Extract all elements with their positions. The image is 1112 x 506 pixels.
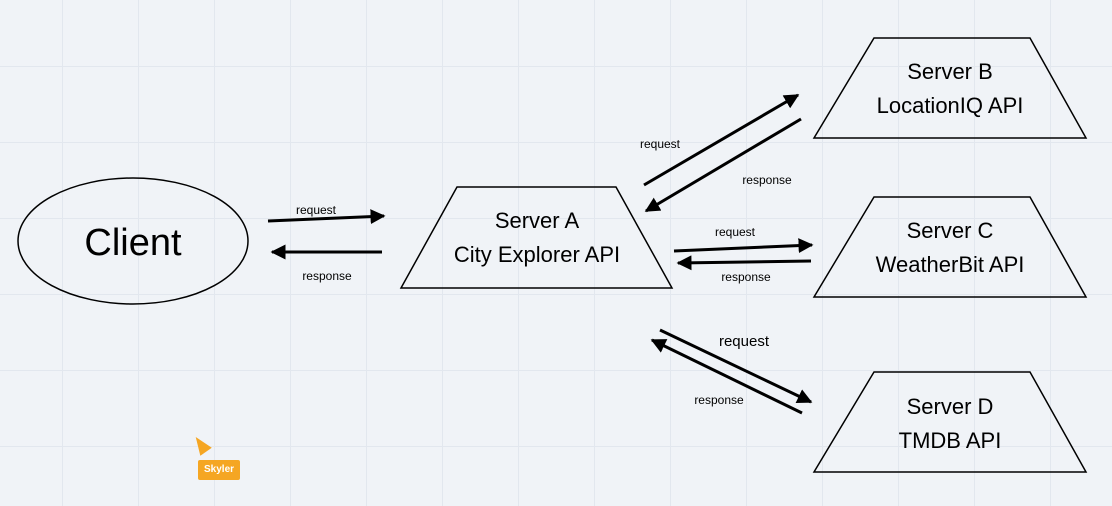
request-label: request (296, 203, 337, 217)
response-arrow (676, 255, 812, 271)
server-a-title: Server A (495, 208, 580, 233)
response-label: response (721, 270, 771, 284)
request-label: request (715, 225, 756, 239)
server-c-shape (812, 196, 1088, 298)
server-a-node[interactable]: Server A City Explorer API (399, 186, 674, 289)
request-label: request (640, 137, 681, 151)
request-arrow (643, 93, 800, 187)
request-arrow (659, 328, 813, 404)
server-d-shape (812, 371, 1088, 473)
client-node[interactable]: Client (17, 177, 249, 305)
request-arrow (267, 209, 386, 225)
server-c-title: Server C (907, 218, 994, 243)
server-b-node[interactable]: Server B LocationIQ API (812, 37, 1088, 139)
edge-server-a-server-d[interactable]: request response (650, 328, 813, 415)
server-c-node[interactable]: Server C WeatherBit API (812, 196, 1088, 298)
collaborator-cursor: Skyler (190, 432, 242, 485)
server-b-subtitle: LocationIQ API (877, 93, 1024, 118)
server-d-title: Server D (907, 394, 994, 419)
server-d-subtitle: TMDB API (899, 428, 1002, 453)
server-d-node[interactable]: Server D TMDB API (812, 371, 1088, 473)
response-arrow (650, 338, 803, 415)
response-label: response (302, 269, 352, 283)
edge-client-server-a[interactable]: request response (267, 203, 386, 283)
server-a-shape (399, 186, 674, 289)
response-label: response (742, 173, 792, 187)
server-b-shape (812, 37, 1088, 139)
server-b-title: Server B (907, 59, 993, 84)
response-label: response (694, 393, 744, 407)
request-label: request (719, 333, 770, 350)
server-c-subtitle: WeatherBit API (876, 252, 1025, 277)
client-label: Client (84, 222, 182, 264)
edge-server-a-server-b[interactable]: request response (640, 93, 802, 213)
edge-server-a-server-c[interactable]: request response (673, 225, 814, 284)
server-a-subtitle: City Explorer API (454, 242, 620, 267)
collaborator-name-tag: Skyler (198, 460, 241, 480)
request-arrow (673, 238, 814, 254)
response-arrow (644, 117, 802, 213)
client-ellipse (17, 177, 249, 305)
